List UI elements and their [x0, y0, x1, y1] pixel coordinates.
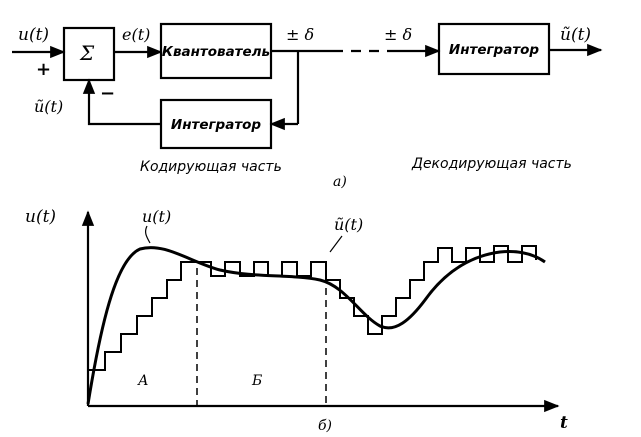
signal-curve: [86, 246, 546, 405]
encoder-caption: Кодирующая часть: [140, 159, 282, 175]
y-axis-label: u(t): [25, 207, 56, 227]
block-diagram: [12, 22, 603, 150]
input-label: u(t): [18, 25, 49, 45]
feedback-label: ũ(t): [34, 97, 63, 116]
waveform-labels: u(t) t u(t) ũ(t) А Б б): [25, 207, 568, 434]
error-label: e(t): [122, 25, 150, 44]
x-axis-label: t: [560, 413, 568, 433]
stair-label-leader: [329, 235, 343, 253]
staircase-curve-label: ũ(t): [334, 215, 363, 234]
summer-symbol: Σ: [79, 41, 95, 65]
integrator-feedback-label: Интегратор: [171, 117, 262, 133]
region-a-label: А: [137, 373, 149, 389]
feedback-return: [82, 78, 161, 126]
region-b-label: Б: [251, 373, 262, 389]
part-a-label: а): [333, 174, 347, 190]
output-label: ũ(t): [560, 25, 591, 45]
block-diagram-labels: u(t) + − Σ e(t) Квантователь ± δ ± δ Инт…: [18, 25, 591, 190]
waveform-plot: [81, 210, 560, 413]
integrator-decoder-label: Интегратор: [449, 42, 540, 58]
signal-curve-label: u(t): [142, 207, 171, 226]
signal-label-leader: [144, 225, 151, 244]
staircase-curve: [87, 245, 537, 404]
delta-in-label: ± δ: [384, 25, 412, 44]
quantizer-label: Квантователь: [162, 44, 270, 60]
plus-sign: +: [36, 59, 51, 80]
delta-out-label: ± δ: [286, 25, 314, 44]
decoder-caption: Декодирующая часть: [411, 156, 572, 172]
part-b-label: б): [318, 418, 332, 434]
minus-sign: −: [100, 83, 115, 104]
